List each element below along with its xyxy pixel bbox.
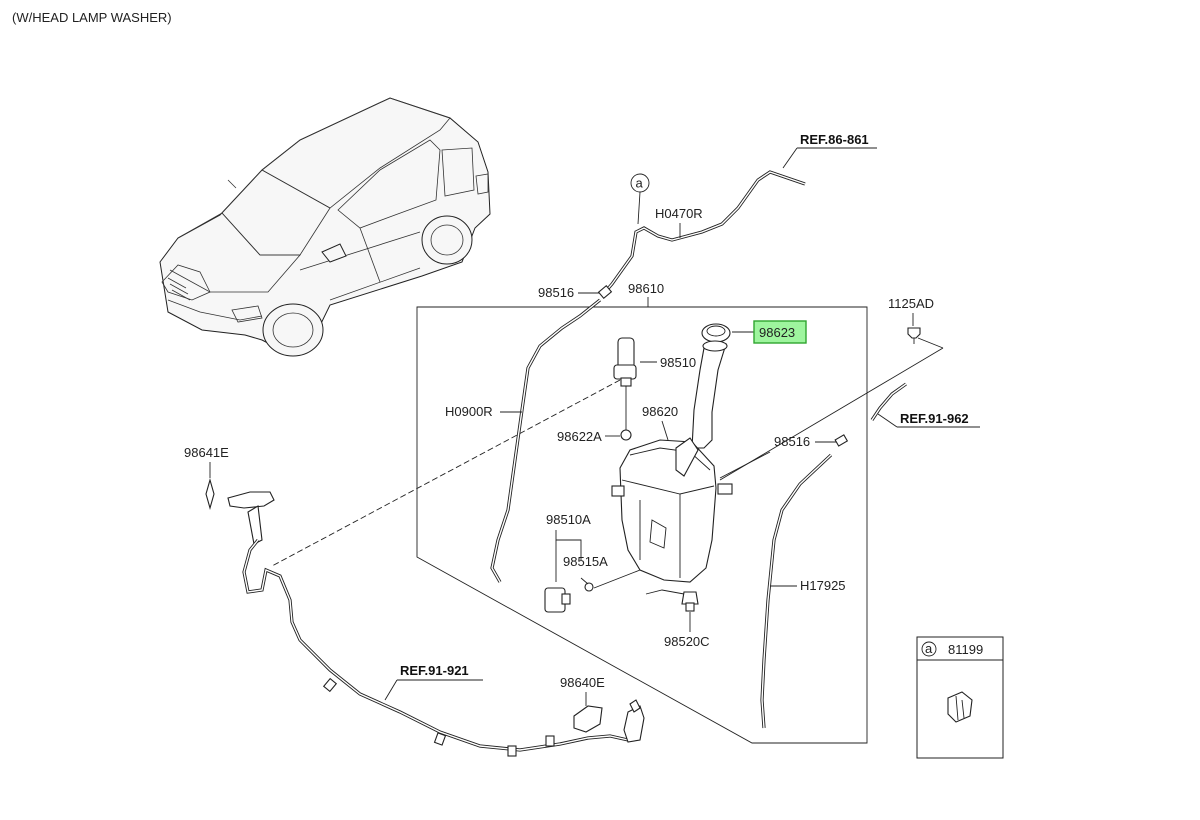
p98620-label[interactable]: 98620 xyxy=(642,404,678,419)
bolt-part[interactable] xyxy=(907,327,921,339)
p98640e-label[interactable]: 98640E xyxy=(560,675,605,690)
p98516-right-label[interactable]: 98516 xyxy=(774,434,810,449)
p98520c-label[interactable]: 98520C xyxy=(664,634,710,649)
p1125ad-label[interactable]: 1125AD xyxy=(888,296,934,311)
right-washer-nozzle-part[interactable] xyxy=(623,699,645,743)
washer-reservoir-part[interactable] xyxy=(611,437,733,583)
level-sensor-part[interactable] xyxy=(645,589,699,612)
washer-pump-part[interactable] xyxy=(613,337,637,387)
grommet-98515a-part[interactable] xyxy=(584,582,594,592)
p98515a-label[interactable]: 98515A xyxy=(563,554,608,569)
filler-neck-part[interactable] xyxy=(691,343,727,449)
h0470r-label[interactable]: H0470R xyxy=(655,206,703,221)
callout-a-letter[interactable]: a xyxy=(636,176,644,191)
diagram-title: (W/HEAD LAMP WASHER) xyxy=(12,10,172,25)
headlamp-washer-pump-part[interactable] xyxy=(544,587,571,613)
p98510a-label[interactable]: 98510A xyxy=(546,512,591,527)
nozzle-cap-part[interactable] xyxy=(205,477,215,511)
vehicle-illustration xyxy=(159,97,491,357)
p98623-label[interactable]: 98623 xyxy=(759,325,795,340)
p98510-label[interactable]: 98510 xyxy=(660,355,696,370)
clip-part[interactable] xyxy=(947,691,973,723)
legend-part-number[interactable]: 81199 xyxy=(948,642,983,657)
legend-letter: a xyxy=(925,641,933,656)
p98623-highlight-box[interactable] xyxy=(753,320,807,344)
p98641e-label[interactable]: 98641E xyxy=(184,445,229,460)
p98516-top-label[interactable]: 98516 xyxy=(538,285,574,300)
assembly-frame xyxy=(416,306,868,744)
left-washer-nozzle-part[interactable] xyxy=(227,491,275,545)
filler-cap-part[interactable] xyxy=(701,323,731,343)
nozzle-cover-part[interactable] xyxy=(573,705,603,733)
h17925-label[interactable]: H17925 xyxy=(800,578,846,593)
legend-box: a 81199 xyxy=(916,636,1004,759)
ref-91-921-label[interactable]: REF.91-921 xyxy=(400,663,469,678)
grommet-part[interactable] xyxy=(620,429,632,441)
ref-91-962-label[interactable]: REF.91-962 xyxy=(900,411,969,426)
ref-86-861-label[interactable]: REF.86-861 xyxy=(800,132,869,147)
h0900r-label[interactable]: H0900R xyxy=(445,404,493,419)
p98610-label[interactable]: 98610 xyxy=(628,281,664,296)
p98622a-label[interactable]: 98622A xyxy=(557,429,602,444)
